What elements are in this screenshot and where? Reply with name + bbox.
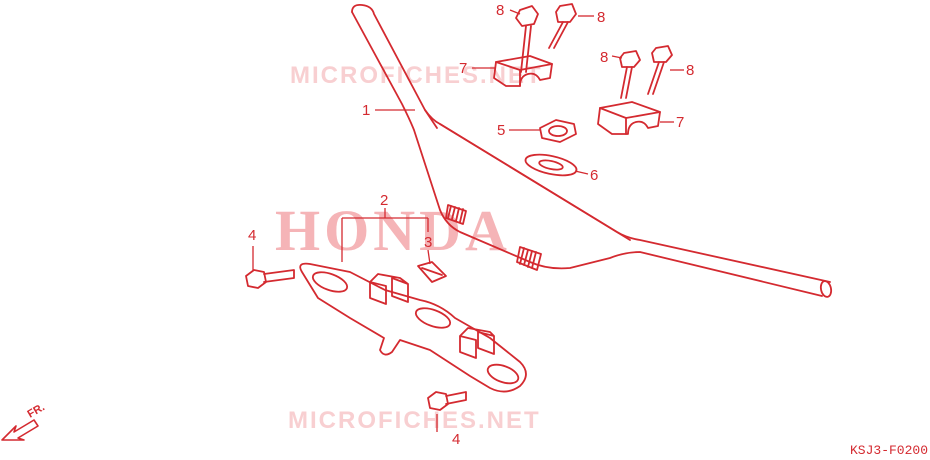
front-direction-arrow-icon (1, 419, 39, 441)
callout-5: 5 (497, 122, 505, 139)
callout-6: 6 (590, 167, 598, 184)
direction-label: FR. (26, 401, 47, 420)
handlebar-part (351, 3, 833, 298)
callout-4-left: 4 (248, 227, 256, 244)
bolt-pair-right (619, 45, 673, 99)
callout-8-top-left: 8 (496, 2, 504, 19)
figure-code: KSJ3-F0200 (850, 443, 928, 458)
washer-part (524, 153, 578, 177)
lower-holder-part (299, 262, 527, 393)
upper-holder-right (597, 101, 661, 135)
nut-part (539, 119, 577, 143)
bolt-pair-top (515, 3, 577, 73)
callout-1: 1 (362, 102, 370, 119)
bolt-left (245, 269, 295, 289)
callout-8-mid-right: 8 (686, 62, 694, 79)
brand-watermark: HONDA (275, 198, 511, 263)
watermark-bottom: MICROFICHES.NET (288, 407, 541, 434)
bolt-bottom (427, 391, 467, 411)
callout-8-mid-left: 8 (600, 49, 608, 66)
plate-part (417, 261, 447, 283)
upper-holder-left (493, 55, 553, 87)
callout-2: 2 (380, 192, 388, 209)
watermark-top: MICROFICHES.NET (290, 62, 543, 89)
leader-lines (252, 9, 684, 432)
callout-7-left: 7 (459, 60, 467, 77)
callout-8-top-right: 8 (597, 9, 605, 26)
callout-3: 3 (424, 234, 432, 251)
callout-7-right: 7 (676, 114, 684, 131)
callout-4-bottom: 4 (452, 431, 460, 448)
